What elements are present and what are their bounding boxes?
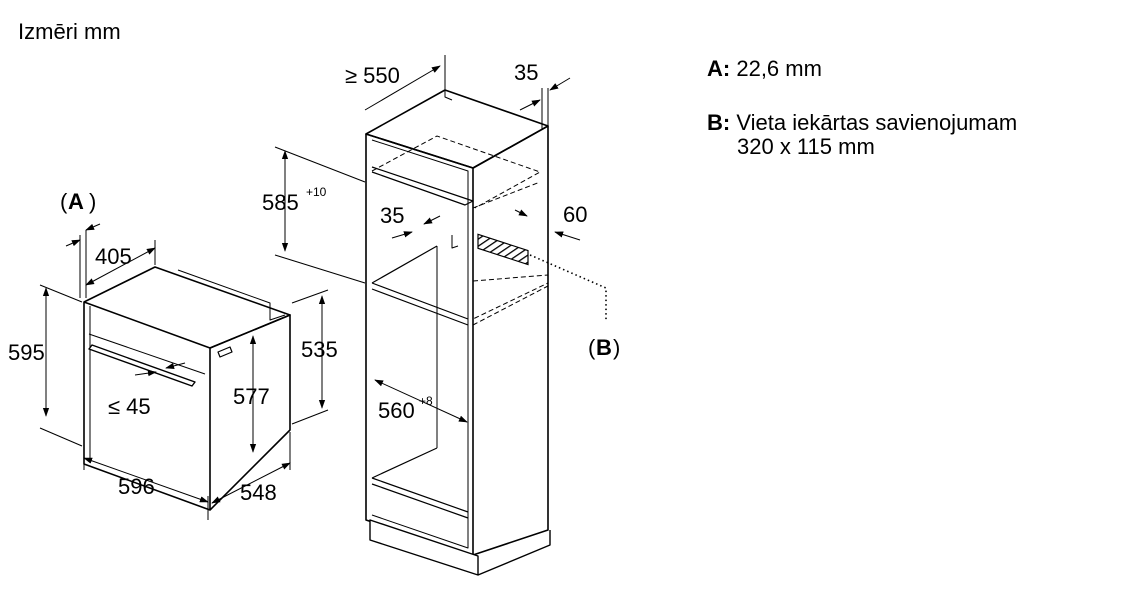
cabinet-front-outer <box>365 133 474 556</box>
callout-a-close: ) <box>89 189 96 214</box>
cabinet-plinth <box>369 519 479 576</box>
dim-577-label: 577 <box>233 384 270 409</box>
cabinet-bottom <box>371 447 469 519</box>
dim-45-arrow-right <box>165 362 186 369</box>
dim-596-line <box>83 457 209 503</box>
dim-560-line <box>374 379 468 423</box>
dim-405-label: 405 <box>95 244 132 269</box>
cabinet-side <box>472 125 549 556</box>
dim-35-top-arrow-right <box>549 77 571 91</box>
legend-a: A: 22,6 mm <box>707 56 822 81</box>
b-dotted-leader <box>529 254 607 322</box>
cabinet-top-shelf <box>371 166 474 206</box>
dim-35-gap-arrow-left <box>391 231 413 239</box>
connection-zone-b <box>477 233 529 266</box>
dim-45-label: ≤ 45 <box>108 394 151 419</box>
oven-step-top <box>177 269 286 321</box>
dim-60-arrow <box>554 231 581 241</box>
dim-a-arrow-right <box>85 223 101 231</box>
legend-a-text: 22,6 mm <box>736 56 822 81</box>
oven-dimension-lines <box>39 223 329 520</box>
dim-35-gap-arrow-right <box>423 215 441 225</box>
dim-60-label: 60 <box>563 202 587 227</box>
callout-a-open: ( <box>60 189 68 214</box>
dim-595-label: 595 <box>8 340 45 365</box>
dim-548-line <box>211 462 291 504</box>
cabinet-dimension-lines <box>274 55 581 423</box>
callout-b-close: ) <box>613 335 620 360</box>
oven-handle <box>88 344 196 387</box>
dim-35-top-arrow-left <box>519 99 541 111</box>
legend-b-text-2: 320 x 115 mm <box>737 134 875 159</box>
dim-585-tolerance: +10 <box>306 185 327 199</box>
callout-b-open: ( <box>588 335 596 360</box>
cabinet-top-surface <box>365 89 549 169</box>
dim-550-label: ≥ 550 <box>345 63 400 88</box>
cabinet-oven-shelf <box>371 245 469 326</box>
oven-side-grip <box>217 346 233 358</box>
callout-b-letter: B <box>596 335 612 360</box>
dim-45-arrow-left <box>134 370 157 377</box>
dim-560-label: 560 <box>378 398 415 423</box>
dim-560-tolerance: +8 <box>419 394 433 408</box>
callout-b: ( B ) <box>588 335 620 360</box>
callout-a: ( A ) <box>60 189 96 214</box>
legend-b-text-1: Vieta iekārtas savienojumam <box>736 110 1018 135</box>
legend-b-size: 320 x 115 mm <box>737 134 875 159</box>
dim-535-label: 535 <box>301 337 338 362</box>
callout-a-letter: A <box>68 189 84 214</box>
oven-control-strip <box>88 333 206 375</box>
dim-a-arrow-left <box>65 239 81 247</box>
dim-35-top-label: 35 <box>514 60 538 85</box>
dim-35-gap-label: 35 <box>380 203 404 228</box>
cabinet-dashed-shelves <box>371 135 549 326</box>
dim-405-line <box>85 247 156 286</box>
legend-b: B: Vieta iekārtas savienojumam <box>707 110 1017 135</box>
legend-a-key: A: <box>707 56 731 81</box>
cabinet-front-inner <box>371 139 469 549</box>
cabinet-inner-back <box>451 235 459 249</box>
legend-b-key: B: <box>707 110 731 135</box>
cabinet-drawing <box>365 89 551 576</box>
cabinet-top-notch <box>444 90 453 101</box>
page-title: Izmēri mm <box>18 19 121 44</box>
dim-596-label: 596 <box>118 474 155 499</box>
dim-585-label: 585 <box>262 190 299 215</box>
dim-548-label: 548 <box>240 480 277 505</box>
dim-550-line <box>364 65 441 111</box>
